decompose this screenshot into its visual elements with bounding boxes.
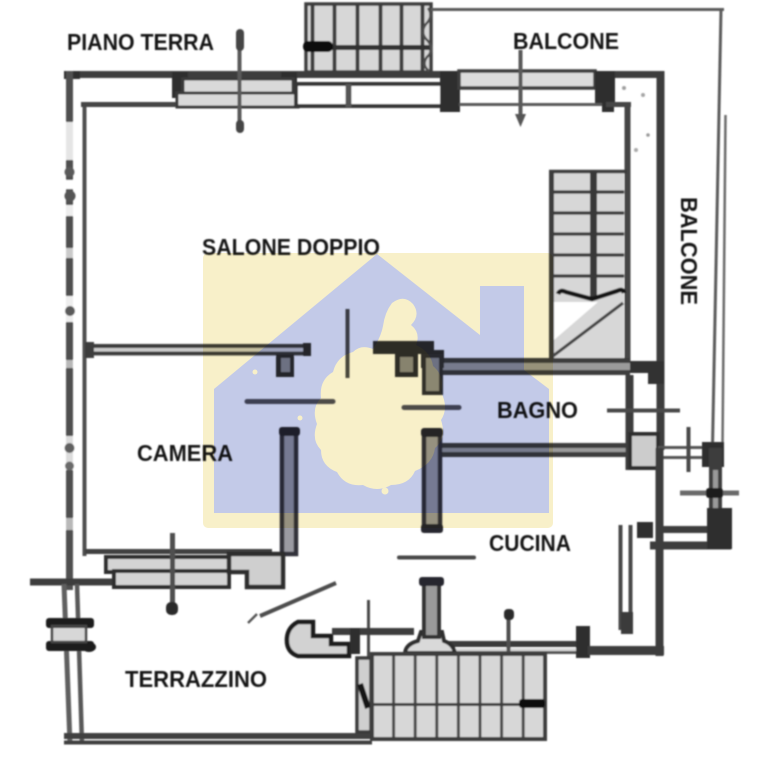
svg-text:BALCONE: BALCONE	[513, 28, 619, 54]
svg-text:BALCONE: BALCONE	[676, 197, 702, 305]
svg-text:PIANO TERRA: PIANO TERRA	[67, 29, 214, 55]
svg-text:TERRAZZINO: TERRAZZINO	[125, 666, 267, 692]
svg-text:CUCINA: CUCINA	[489, 530, 571, 556]
